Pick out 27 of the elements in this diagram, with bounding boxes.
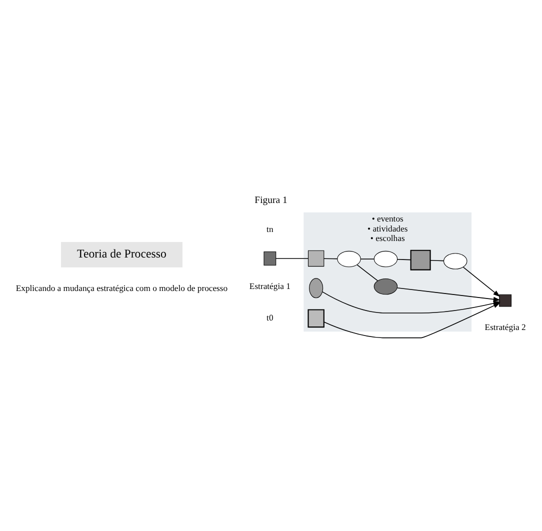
label: Explicando a mudança estratégica com o modelo de processo — [16, 282, 228, 293]
diagram-title: Figura 1 — [254, 195, 288, 206]
node-box — [264, 251, 276, 266]
node-circle — [309, 278, 324, 298]
node-box — [308, 250, 324, 267]
node-box — [499, 294, 512, 307]
arrow — [462, 266, 500, 297]
connector — [276, 258, 309, 259]
node-box — [410, 250, 431, 270]
node-box: Teoria de Processo — [61, 242, 182, 268]
label: tn — [266, 224, 274, 234]
node-circle — [374, 250, 398, 268]
node-label: Estratégia 1 — [249, 281, 290, 292]
node-box — [308, 309, 324, 328]
connector — [324, 258, 338, 260]
connector — [397, 258, 412, 260]
arrow — [324, 302, 500, 338]
node-circle — [337, 250, 361, 268]
connector — [360, 258, 374, 260]
arrow — [396, 287, 500, 302]
node-label: Estratégia 2 — [484, 322, 526, 332]
label: t0 — [266, 312, 274, 322]
node-circle — [443, 253, 468, 270]
node-circle — [374, 278, 398, 295]
cluster: • eventos • atividades • escolhas — [304, 212, 472, 332]
connector — [430, 260, 444, 262]
connector — [356, 264, 378, 282]
